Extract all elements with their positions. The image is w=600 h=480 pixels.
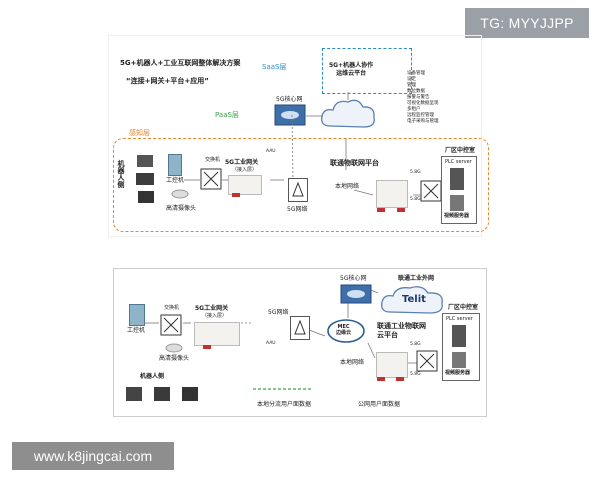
- industrial-gateway-device: [194, 322, 240, 346]
- paas-layer-label: PaaS层: [215, 111, 239, 119]
- feature-item: 电子采购与管理: [407, 119, 439, 124]
- bottom-watermark: www.k8jingcai.com: [12, 442, 174, 470]
- top-diagram-panel: [108, 35, 482, 237]
- core-network-label: 5G核心网: [276, 96, 303, 103]
- robot-arms-icon: [126, 387, 198, 401]
- video-server-icon: [452, 352, 466, 368]
- industrial-network-label: 联通工业外网: [398, 275, 435, 282]
- camera-icon: [165, 343, 183, 353]
- edge-layer-boundary: [113, 138, 489, 232]
- camera-label: 高清摄像头: [166, 205, 197, 212]
- video-server-icon: [450, 195, 464, 211]
- control-room-panel: PLC server 视频服务器: [442, 313, 480, 381]
- feature-list: 设备管理 设定 管理 数位数据 报警与警告 可视化数据呈现 多租户 远程监控管理…: [407, 71, 439, 126]
- plc-server-icon: [450, 168, 464, 190]
- switch-label: 交换机: [205, 157, 221, 163]
- feature-item: 数位数据: [407, 89, 425, 94]
- video-server-label-bottom: 视频服务器: [445, 370, 471, 376]
- robot-side-label-bottom: 机器人侧: [140, 373, 165, 380]
- core-router-icon: [274, 104, 306, 126]
- gateway-port-icon: [232, 193, 240, 197]
- local-network-label-bottom: 本地网络: [340, 359, 365, 366]
- local-data-label: 本地分流用户面数据: [257, 401, 312, 408]
- plc-label: PLC server: [445, 159, 472, 165]
- core-router-icon: [340, 284, 372, 304]
- feature-item: 管理: [407, 83, 416, 88]
- platform-gateway-device: [376, 180, 408, 208]
- mec-cloud-icon: [327, 319, 365, 343]
- gateway-sublabel-bottom: （接入层）: [202, 313, 228, 319]
- gateway-label-bottom: 5G工业网关: [195, 305, 229, 312]
- local-network-label: 本地网络: [335, 183, 360, 190]
- control-room-label: 厂区中控室: [445, 147, 476, 154]
- switch-icon: [416, 350, 438, 372]
- link-speed-label: 5.8G: [410, 170, 421, 175]
- telit-logo: Telit: [402, 294, 426, 305]
- top-watermark: TG: MYYJJPP: [465, 8, 589, 38]
- feature-item: 报警与警告: [407, 95, 430, 100]
- industrial-gateway-device: [228, 175, 262, 195]
- control-room-panel: PLC server 视频服务器: [441, 156, 477, 224]
- plc-label-bottom: PLC server: [446, 316, 473, 322]
- video-server-label: 视频服务器: [444, 213, 470, 219]
- plc-server-icon: [452, 325, 466, 347]
- device-port-icon: [377, 377, 385, 381]
- core-network-label-bottom: 5G核心网: [340, 275, 367, 282]
- feature-item: 设备管理: [407, 71, 425, 76]
- robot-arms-icon: [136, 155, 154, 203]
- switch-label-bottom: 交换机: [164, 305, 180, 311]
- diagram-subtitle: “连接+网关+平台+应用”: [126, 77, 209, 85]
- top-connection-lines: [184, 92, 430, 196]
- gateway-label: 5G工业网关: [225, 159, 259, 166]
- feature-item: 远程监控管理: [407, 113, 434, 118]
- mec-label: MEC 边缘云: [336, 324, 352, 336]
- public-data-label: 公网用户面数据: [358, 401, 401, 408]
- gnb-label-bottom: 5G网络: [268, 309, 289, 316]
- industrial-pc-icon: [168, 154, 182, 176]
- platform-gateway-device: [376, 352, 408, 378]
- control-room-label-bottom: 厂区中控室: [448, 304, 479, 311]
- base-station-icon: [288, 178, 308, 202]
- switch-icon: [420, 180, 442, 202]
- feature-item: 可视化数据呈现: [407, 101, 439, 106]
- ipc-label: 工控机: [166, 177, 185, 184]
- feature-item: 设定: [407, 77, 416, 82]
- link-speed-label: 5.8G: [410, 372, 421, 377]
- ipc-label-bottom: 工控机: [127, 327, 146, 334]
- gateway-port-icon: [203, 345, 211, 349]
- saas-box-text: 5G+机器人协作 运维云平台: [329, 62, 374, 78]
- robot-side-label: 机器人侧: [117, 160, 125, 188]
- device-port-icon: [377, 208, 385, 212]
- switch-icon: [200, 168, 222, 190]
- device-port-icon: [396, 377, 404, 381]
- saas-box: 5G+机器人协作 运维云平台: [322, 48, 412, 94]
- platform-label-bottom: 联通工业物联网 云平台: [377, 322, 426, 340]
- platform-label: 联通物联网平台: [330, 159, 379, 167]
- bottom-diagram-panel: [113, 268, 487, 417]
- aau-label: AAU: [266, 149, 276, 154]
- link-speed-label: 5.8G: [410, 197, 421, 202]
- diagram-title: 5G+机器人+工业互联网整体解决方案: [120, 59, 241, 67]
- gateway-sublabel: （接入层）: [232, 167, 258, 173]
- switch-icon: [160, 314, 182, 336]
- device-port-icon: [397, 208, 405, 212]
- camera-label-bottom: 高清摄像头: [159, 355, 190, 362]
- link-speed-label: 5.8G: [410, 342, 421, 347]
- telit-cloud-icon: [381, 286, 443, 314]
- feature-item: 多租户: [407, 107, 421, 112]
- gnb-label: 5G网络: [287, 206, 308, 213]
- camera-icon: [171, 189, 189, 199]
- saas-layer-label: SaaS层: [262, 63, 287, 71]
- aau-label-bottom: AAU: [266, 341, 276, 346]
- industrial-pc-icon: [129, 304, 145, 326]
- edge-layer-label: 感知层: [129, 129, 150, 137]
- base-station-icon: [290, 316, 310, 340]
